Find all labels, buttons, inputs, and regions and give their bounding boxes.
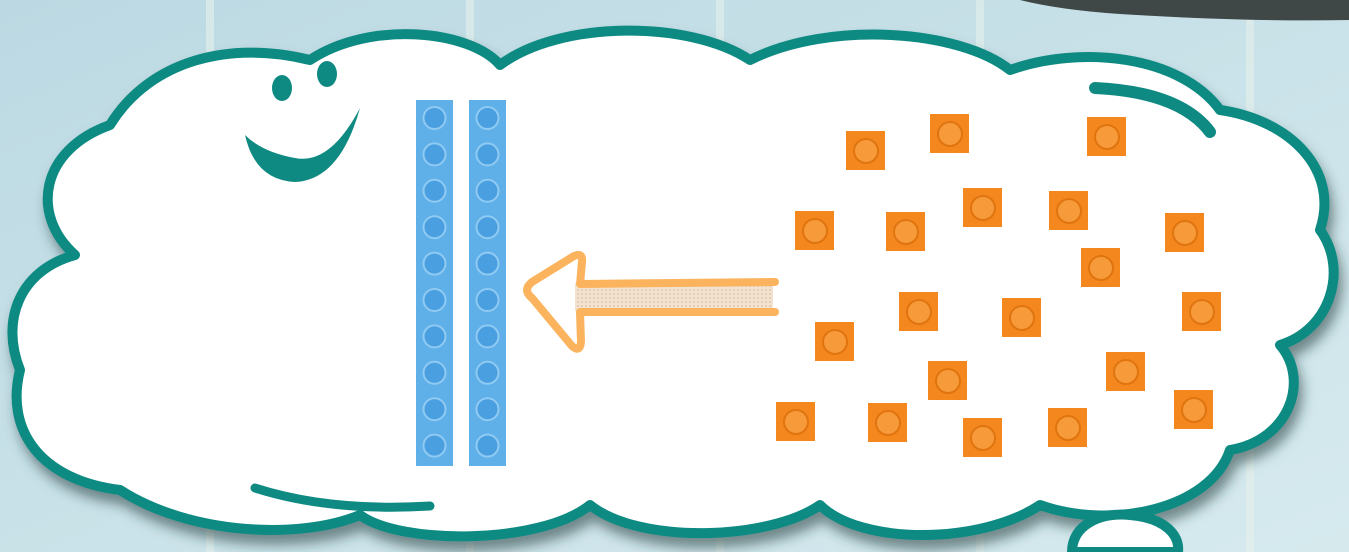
brick-stud: [422, 324, 447, 349]
brick-stud: [853, 138, 879, 164]
orange-brick-tile[interactable]: [815, 322, 854, 361]
brick-stud: [1172, 220, 1198, 246]
orange-brick-tile[interactable]: [1165, 213, 1204, 252]
orange-brick-tile[interactable]: [776, 402, 815, 441]
brick-stud: [422, 360, 447, 385]
brick-stud: [475, 288, 500, 312]
brick-stud: [937, 121, 963, 147]
brick-stud: [422, 397, 447, 422]
orange-brick-tile[interactable]: [1106, 352, 1145, 391]
small-thought-bubble: [1066, 509, 1184, 552]
orange-brick-tile[interactable]: [928, 361, 967, 400]
orange-brick-tile[interactable]: [1174, 390, 1213, 429]
cloud-highlight-right: [1089, 82, 1216, 138]
brick-stud: [1009, 305, 1035, 331]
brick-stud: [1055, 415, 1081, 441]
brick-stud: [906, 299, 932, 325]
brick-stud: [935, 368, 961, 394]
brick-stud: [422, 142, 447, 167]
brick-stud: [422, 106, 447, 130]
brick-stud: [475, 397, 500, 422]
blue-brick-column: [469, 100, 506, 466]
brick-stud: [1113, 359, 1139, 385]
loose-orange-bricks: [776, 114, 1221, 457]
blue-brick-column: [416, 100, 453, 466]
smiley-face-icon: [245, 61, 360, 182]
brick-stud: [970, 425, 996, 451]
brick-stud: [475, 251, 500, 276]
orange-brick-tile[interactable]: [1002, 298, 1041, 337]
brick-stud: [475, 142, 500, 167]
cloud-highlight-bottom: [250, 483, 435, 512]
left-arrow-icon: [523, 250, 779, 353]
brick-stud: [422, 288, 447, 312]
brick-stud: [475, 433, 500, 458]
brick-stud: [802, 218, 828, 244]
brick-stud: [822, 329, 848, 355]
brick-stud: [1094, 124, 1120, 150]
brick-stud: [422, 215, 447, 240]
orange-brick-tile[interactable]: [886, 212, 925, 251]
orange-brick-tile[interactable]: [846, 131, 885, 170]
brick-stud: [893, 219, 919, 245]
brick-stud: [1189, 299, 1215, 325]
orange-brick-tile[interactable]: [1048, 408, 1087, 447]
brick-stud: [1088, 255, 1114, 281]
orange-brick-tile[interactable]: [899, 292, 938, 331]
orange-brick-tile[interactable]: [868, 403, 907, 442]
orange-brick-tile[interactable]: [1182, 292, 1221, 331]
brick-stud: [875, 410, 901, 436]
orange-brick-tile[interactable]: [1081, 248, 1120, 287]
orange-brick-tile[interactable]: [930, 114, 969, 153]
brick-stud: [475, 215, 500, 240]
brick-stud: [1056, 198, 1082, 224]
orange-brick-tile[interactable]: [963, 188, 1002, 227]
orange-brick-tile[interactable]: [963, 418, 1002, 457]
brick-stud: [783, 409, 809, 435]
brick-stud: [970, 195, 996, 221]
brick-stud: [1181, 397, 1207, 423]
orange-brick-tile[interactable]: [795, 211, 834, 250]
brick-stud: [475, 360, 500, 385]
brick-stud: [475, 106, 500, 130]
orange-brick-tile[interactable]: [1087, 117, 1126, 156]
corner-shape-top-right: [1020, 0, 1349, 21]
brick-stud: [475, 178, 500, 203]
brick-stud: [422, 251, 447, 276]
orange-brick-tile[interactable]: [1049, 191, 1088, 230]
brick-stud: [422, 433, 447, 458]
brick-stud: [422, 178, 447, 203]
blue-brick-columns: [416, 100, 506, 466]
brick-stud: [475, 324, 500, 349]
